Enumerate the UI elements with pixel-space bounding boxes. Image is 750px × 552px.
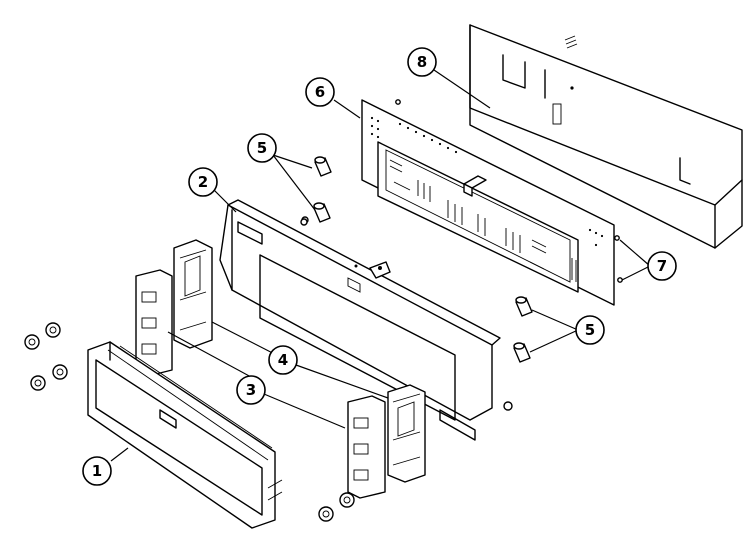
- part-4-frame-left: [173, 239, 213, 349]
- part-1-front-panel: [87, 341, 283, 529]
- part-6-control-board: [361, 99, 623, 306]
- callout-5-upper-label: 5: [257, 139, 267, 157]
- callout-6-label: 6: [315, 83, 325, 101]
- callout-1-label: 1: [92, 462, 102, 480]
- callout-2-label: 2: [198, 173, 208, 191]
- board-component-dots: [370, 116, 604, 247]
- part-4-frame-right: [387, 384, 426, 483]
- callout-2: 2: [188, 167, 218, 197]
- spacers-5-upper: [300, 156, 332, 226]
- callout-3-label: 3: [246, 381, 256, 399]
- callout-5-upper: 5: [247, 133, 277, 163]
- callout-6: 6: [305, 77, 335, 107]
- callout-5-lower: 5: [575, 315, 605, 345]
- washers-left: [24, 322, 68, 391]
- callout-7-label: 7: [657, 257, 667, 275]
- callout-7: 7: [647, 251, 677, 281]
- washers-bottom: [318, 492, 355, 522]
- callout-5-lower-label: 5: [585, 321, 595, 339]
- callout-8-label: 8: [417, 53, 427, 71]
- callout-8: 8: [407, 47, 437, 77]
- part-8-rear-cover: [469, 24, 743, 249]
- part-3-switch-board-right: [347, 395, 386, 499]
- display-segments: [389, 159, 547, 270]
- callout-4-label: 4: [278, 351, 288, 369]
- callout-4: 4: [268, 345, 298, 375]
- callout-3: 3: [236, 375, 266, 405]
- spacers-5-lower: [513, 296, 533, 363]
- callout-1: 1: [82, 456, 112, 486]
- part-2-bracket: [219, 199, 513, 441]
